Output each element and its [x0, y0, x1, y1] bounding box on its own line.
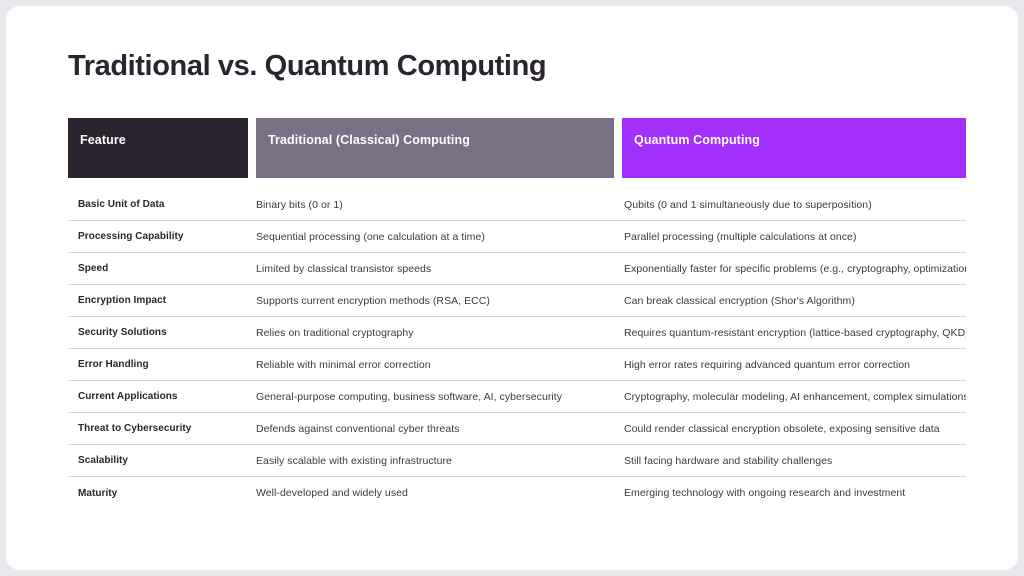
cell-quantum: High error rates requiring advanced quan…	[624, 358, 911, 371]
table-row: Encryption Impact Supports current encryp…	[68, 285, 966, 317]
cell-quantum: Cryptography, molecular modeling, AI enh…	[624, 390, 966, 403]
table-row: Speed Limited by classical transistor spe…	[68, 253, 966, 285]
cell-quantum: Requires quantum-resistant encryption (l…	[624, 326, 966, 339]
cell-feature: Basic Unit of Data	[78, 199, 165, 210]
cell-quantum: Can break classical encryption (Shor's A…	[624, 294, 855, 307]
cell-classical: Defends against conventional cyber threa…	[256, 422, 460, 435]
slide-card: Traditional vs. Quantum Computing Featur…	[6, 6, 1018, 570]
page-title: Traditional vs. Quantum Computing	[68, 50, 547, 82]
cell-classical: General-purpose computing, business soft…	[256, 390, 563, 403]
cell-classical: Relies on traditional cryptography	[256, 326, 414, 339]
cell-feature: Processing Capability	[78, 231, 184, 242]
comparison-table: Feature Traditional (Classical) Computin…	[68, 118, 966, 509]
table-row: Maturity Well-developed and widely used Em…	[68, 477, 966, 509]
cell-classical: Binary bits (0 or 1)	[256, 198, 343, 211]
cell-quantum: Emerging technology with ongoing researc…	[624, 487, 906, 499]
cell-feature: Current Applications	[78, 391, 178, 402]
cell-quantum: Could render classical encryption obsole…	[624, 422, 940, 435]
cell-feature: Maturity	[78, 487, 118, 499]
column-header-classical: Traditional (Classical) Computing	[256, 118, 614, 178]
cell-classical: Reliable with minimal error correction	[256, 358, 431, 371]
column-header-quantum: Quantum Computing	[622, 118, 966, 178]
table-row: Basic Unit of Data Binary bits (0 or 1) Qu…	[68, 189, 966, 221]
cell-quantum: Still facing hardware and stability chal…	[624, 454, 833, 467]
cell-classical: Easily scalable with existing infrastruc…	[256, 454, 452, 467]
cell-feature: Encryption Impact	[78, 295, 167, 306]
cell-classical: Supports current encryption methods (RSA…	[256, 294, 490, 307]
cell-feature: Error Handling	[78, 359, 149, 370]
cell-classical: Limited by classical transistor speeds	[256, 262, 432, 275]
cell-feature: Scalability	[78, 455, 129, 466]
table-row: Processing Capability Sequential processi…	[68, 221, 966, 253]
cell-feature: Security Solutions	[78, 327, 167, 338]
table-row: Current Applications General-purpose comp…	[68, 381, 966, 413]
cell-quantum: Qubits (0 and 1 simultaneously due to su…	[624, 198, 872, 211]
column-header-feature: Feature	[68, 118, 248, 178]
cell-classical: Well-developed and widely used	[256, 487, 408, 499]
table-row: Scalability Easily scalable with existing…	[68, 445, 966, 477]
cell-feature: Speed	[78, 263, 109, 274]
table-row: Error Handling Reliable with minimal erro…	[68, 349, 966, 381]
cell-quantum: Parallel processing (multiple calculatio…	[624, 230, 857, 243]
cell-quantum: Exponentially faster for specific proble…	[624, 262, 966, 275]
table-row: Threat to Cybersecurity Defends against c…	[68, 413, 966, 445]
cell-feature: Threat to Cybersecurity	[78, 423, 192, 434]
cell-classical: Sequential processing (one calculation a…	[256, 230, 485, 243]
table-header-row: Feature Traditional (Classical) Computin…	[68, 118, 966, 178]
table-row: Security Solutions Relies on traditional …	[68, 317, 966, 349]
table-body: Basic Unit of Data Binary bits (0 or 1) Qu…	[68, 189, 966, 509]
